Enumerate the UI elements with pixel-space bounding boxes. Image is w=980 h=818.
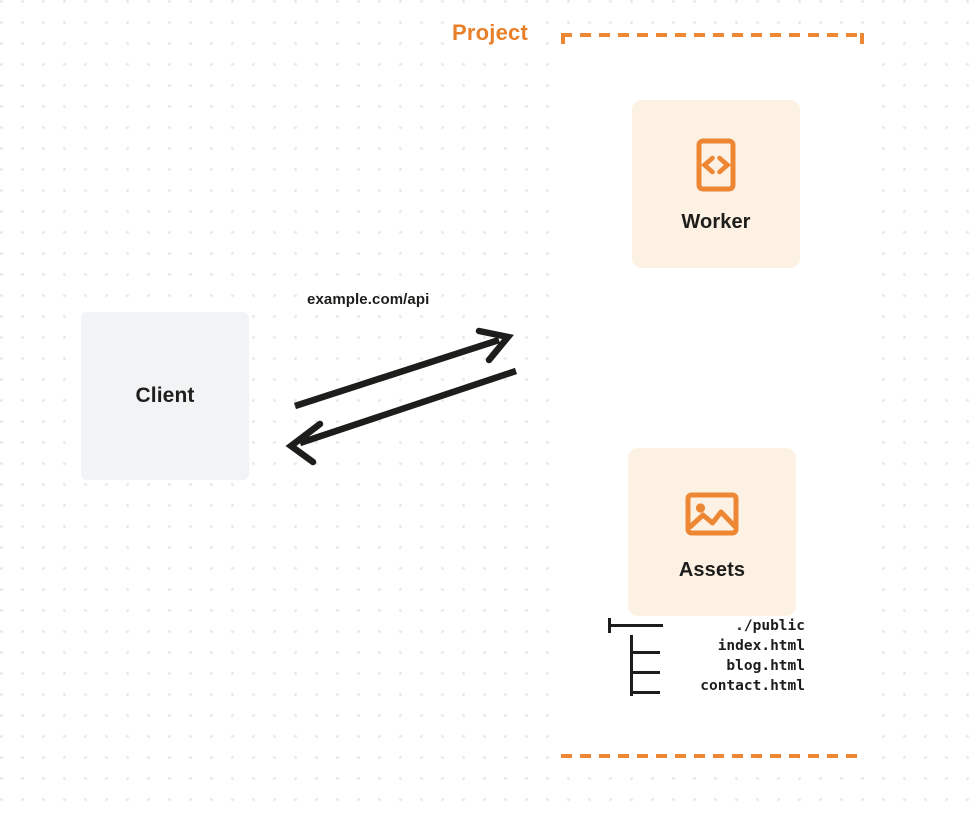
worker-node[interactable]: Worker: [632, 100, 800, 268]
tree-branch-child-icon: [606, 675, 668, 696]
boundary-edge-bottom: [561, 754, 864, 758]
client-label: Client: [135, 384, 195, 407]
tree-item-name: blog.html: [726, 658, 805, 674]
tree-row: contact.html: [606, 675, 806, 696]
worker-label: Worker: [681, 210, 751, 233]
assets-node[interactable]: Assets: [628, 448, 796, 616]
request-arrow-icon: [293, 327, 514, 410]
client-node[interactable]: Client: [81, 312, 249, 480]
image-icon: [681, 483, 743, 545]
code-brackets-icon: [685, 135, 747, 197]
connection-label: example.com/api: [307, 291, 430, 308]
tree-item-name: ./public: [735, 618, 805, 634]
tree-item-name: contact.html: [700, 678, 805, 694]
boundary-edge-left: [561, 33, 565, 758]
tree-row: ./public: [606, 616, 806, 636]
tree-branch-child-icon: [606, 655, 668, 676]
tree-item-name: index.html: [717, 638, 805, 654]
tree-row: index.html: [606, 635, 806, 656]
boundary-edge-right: [860, 33, 864, 758]
tree-row: blog.html: [606, 655, 806, 676]
assets-label: Assets: [678, 558, 746, 581]
assets-file-tree: ./public index.html blog.html contact.ht…: [606, 616, 806, 696]
project-title: Project: [445, 20, 535, 46]
tree-branch-tee-icon: [606, 616, 668, 636]
tree-branch-child-icon: [606, 635, 668, 656]
response-arrow-icon: [285, 367, 518, 466]
boundary-edge-top: [561, 33, 864, 37]
